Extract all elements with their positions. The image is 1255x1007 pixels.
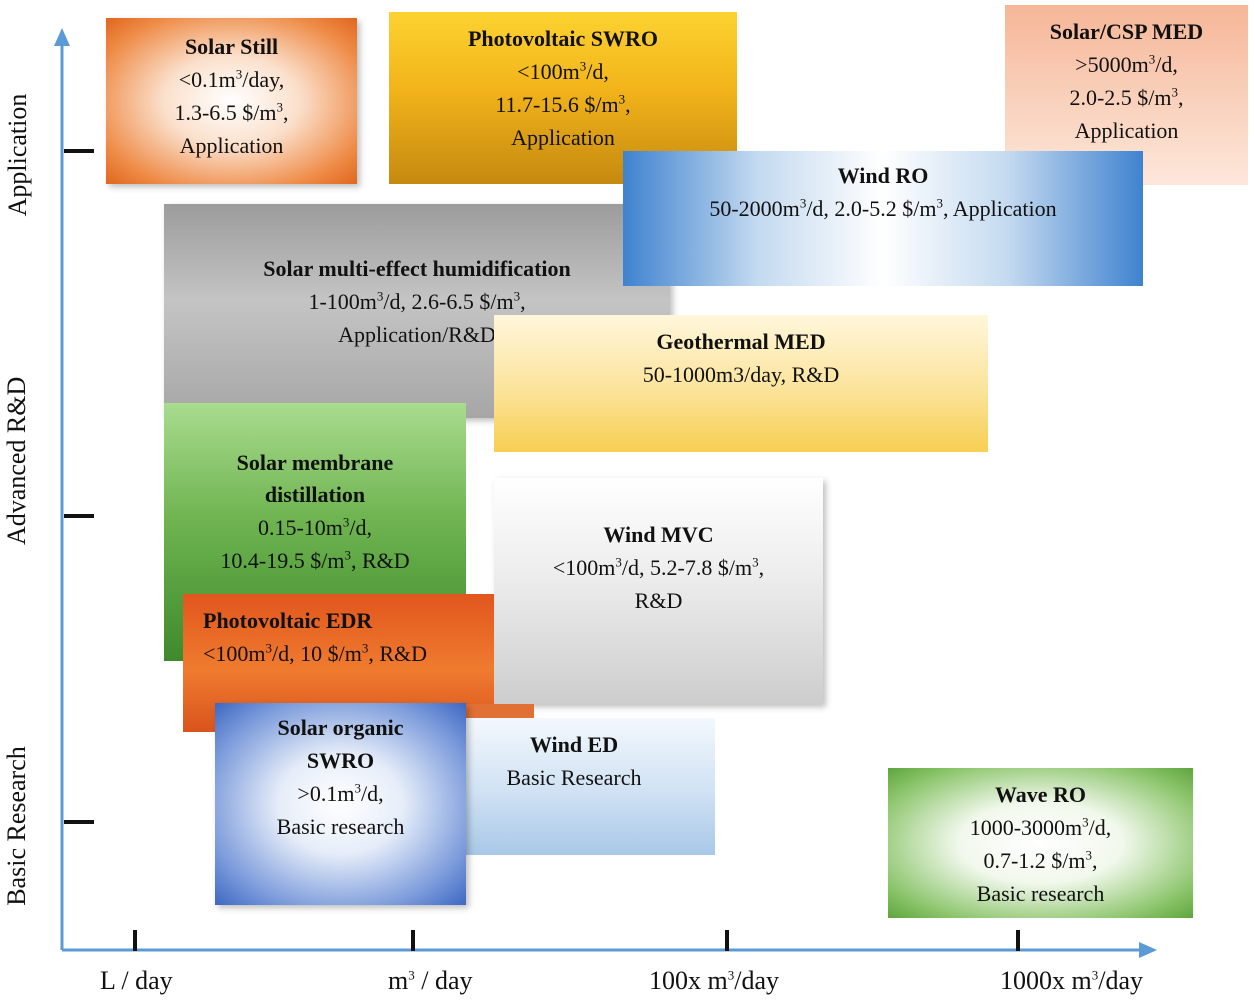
x-label-1000x: 1000x m3/day xyxy=(1000,966,1143,995)
line: 1-100m3/d, 2.6-6.5 $/m3, xyxy=(308,288,526,314)
line: <100m3/d, xyxy=(517,58,609,84)
line: 2.0-2.5 $/m3, xyxy=(1069,84,1184,110)
title-wind-ed: Wind ED xyxy=(529,732,619,757)
line: 1000-3000m3/d, xyxy=(969,814,1112,840)
line: <100m3/d, 5.2-7.8 $/m3, xyxy=(552,554,765,580)
title-solar-csp-med: Solar/CSP MED xyxy=(1049,19,1204,44)
line: Basic research xyxy=(976,881,1105,906)
line: Basic research xyxy=(276,814,405,839)
x-label-100x: 100x m3/day xyxy=(649,966,779,995)
title-wind-mvc: Wind MVC xyxy=(603,522,714,547)
line: Basic Research xyxy=(506,765,642,790)
title-pv-edr: Photovoltaic EDR xyxy=(203,608,373,633)
line: Application/R&D xyxy=(338,322,496,347)
line: Application xyxy=(179,133,284,158)
y-label-advanced-rd: Advanced R&D xyxy=(2,376,31,545)
line: Application xyxy=(1074,118,1179,143)
x-label-m3-day: m3 / day xyxy=(388,966,473,995)
y-label-basic-research: Basic Research xyxy=(2,746,31,906)
title-solar-organic-swro: Solar organic SWRO xyxy=(277,715,404,773)
line: Application xyxy=(511,125,615,150)
title-pv-swro: Photovoltaic SWRO xyxy=(467,26,659,51)
y-axis-arrow-icon xyxy=(54,28,70,46)
line: 10.4-19.5 $/m3, R&D xyxy=(220,547,410,573)
title-solar-md: Solar membrane distillation xyxy=(236,450,394,507)
box-solar-organic-swro: Solar organic SWRO >0.1m3/d, Basic resea… xyxy=(215,703,466,905)
line: >5000m3/d, xyxy=(1075,51,1178,77)
title-wind-ro: Wind RO xyxy=(837,163,929,188)
line: <0.1m3/day, xyxy=(178,66,285,92)
box-solar-still: Solar Still <0.1m3/day, 1.3-6.5 $/m3, Ap… xyxy=(106,18,357,184)
x-label-l-day: L / day xyxy=(100,966,173,995)
title-solar-meh: Solar multi-effect humidification xyxy=(263,256,571,281)
line: 11.7-15.6 $/m3, xyxy=(495,91,631,117)
box-geothermal-med: Geothermal MED 50-1000m3/day, R&D xyxy=(494,315,988,452)
box-wind-mvc: Wind MVC <100m3/d, 5.2-7.8 $/m3, R&D xyxy=(494,478,823,704)
line: 50-2000m3/d, 2.0-5.2 $/m3, Application xyxy=(709,195,1057,221)
line: 50-1000m3/day, R&D xyxy=(642,362,840,387)
box-wave-ro: Wave RO 1000-3000m3/d, 0.7-1.2 $/m3, Bas… xyxy=(888,768,1193,918)
line: <100m3/d, 10 $/m3, R&D xyxy=(203,640,428,666)
title-wave-ro: Wave RO xyxy=(994,782,1087,807)
title-geothermal-med: Geothermal MED xyxy=(656,329,826,354)
line: 1.3-6.5 $/m3, xyxy=(174,99,289,125)
line: 0.15-10m3/d, xyxy=(257,514,373,540)
y-label-application: Application xyxy=(3,93,32,217)
line: >0.1m3/d, xyxy=(297,780,384,806)
title-solar-still: Solar Still xyxy=(184,34,279,59)
box-wind-ro: Wind RO 50-2000m3/d, 2.0-5.2 $/m3, Appli… xyxy=(623,151,1143,286)
line: R&D xyxy=(634,588,683,613)
x-axis-arrow-icon xyxy=(1139,942,1157,958)
line: 0.7-1.2 $/m3, xyxy=(983,847,1098,873)
box-wind-ed: Wind ED Basic Research xyxy=(433,718,715,855)
